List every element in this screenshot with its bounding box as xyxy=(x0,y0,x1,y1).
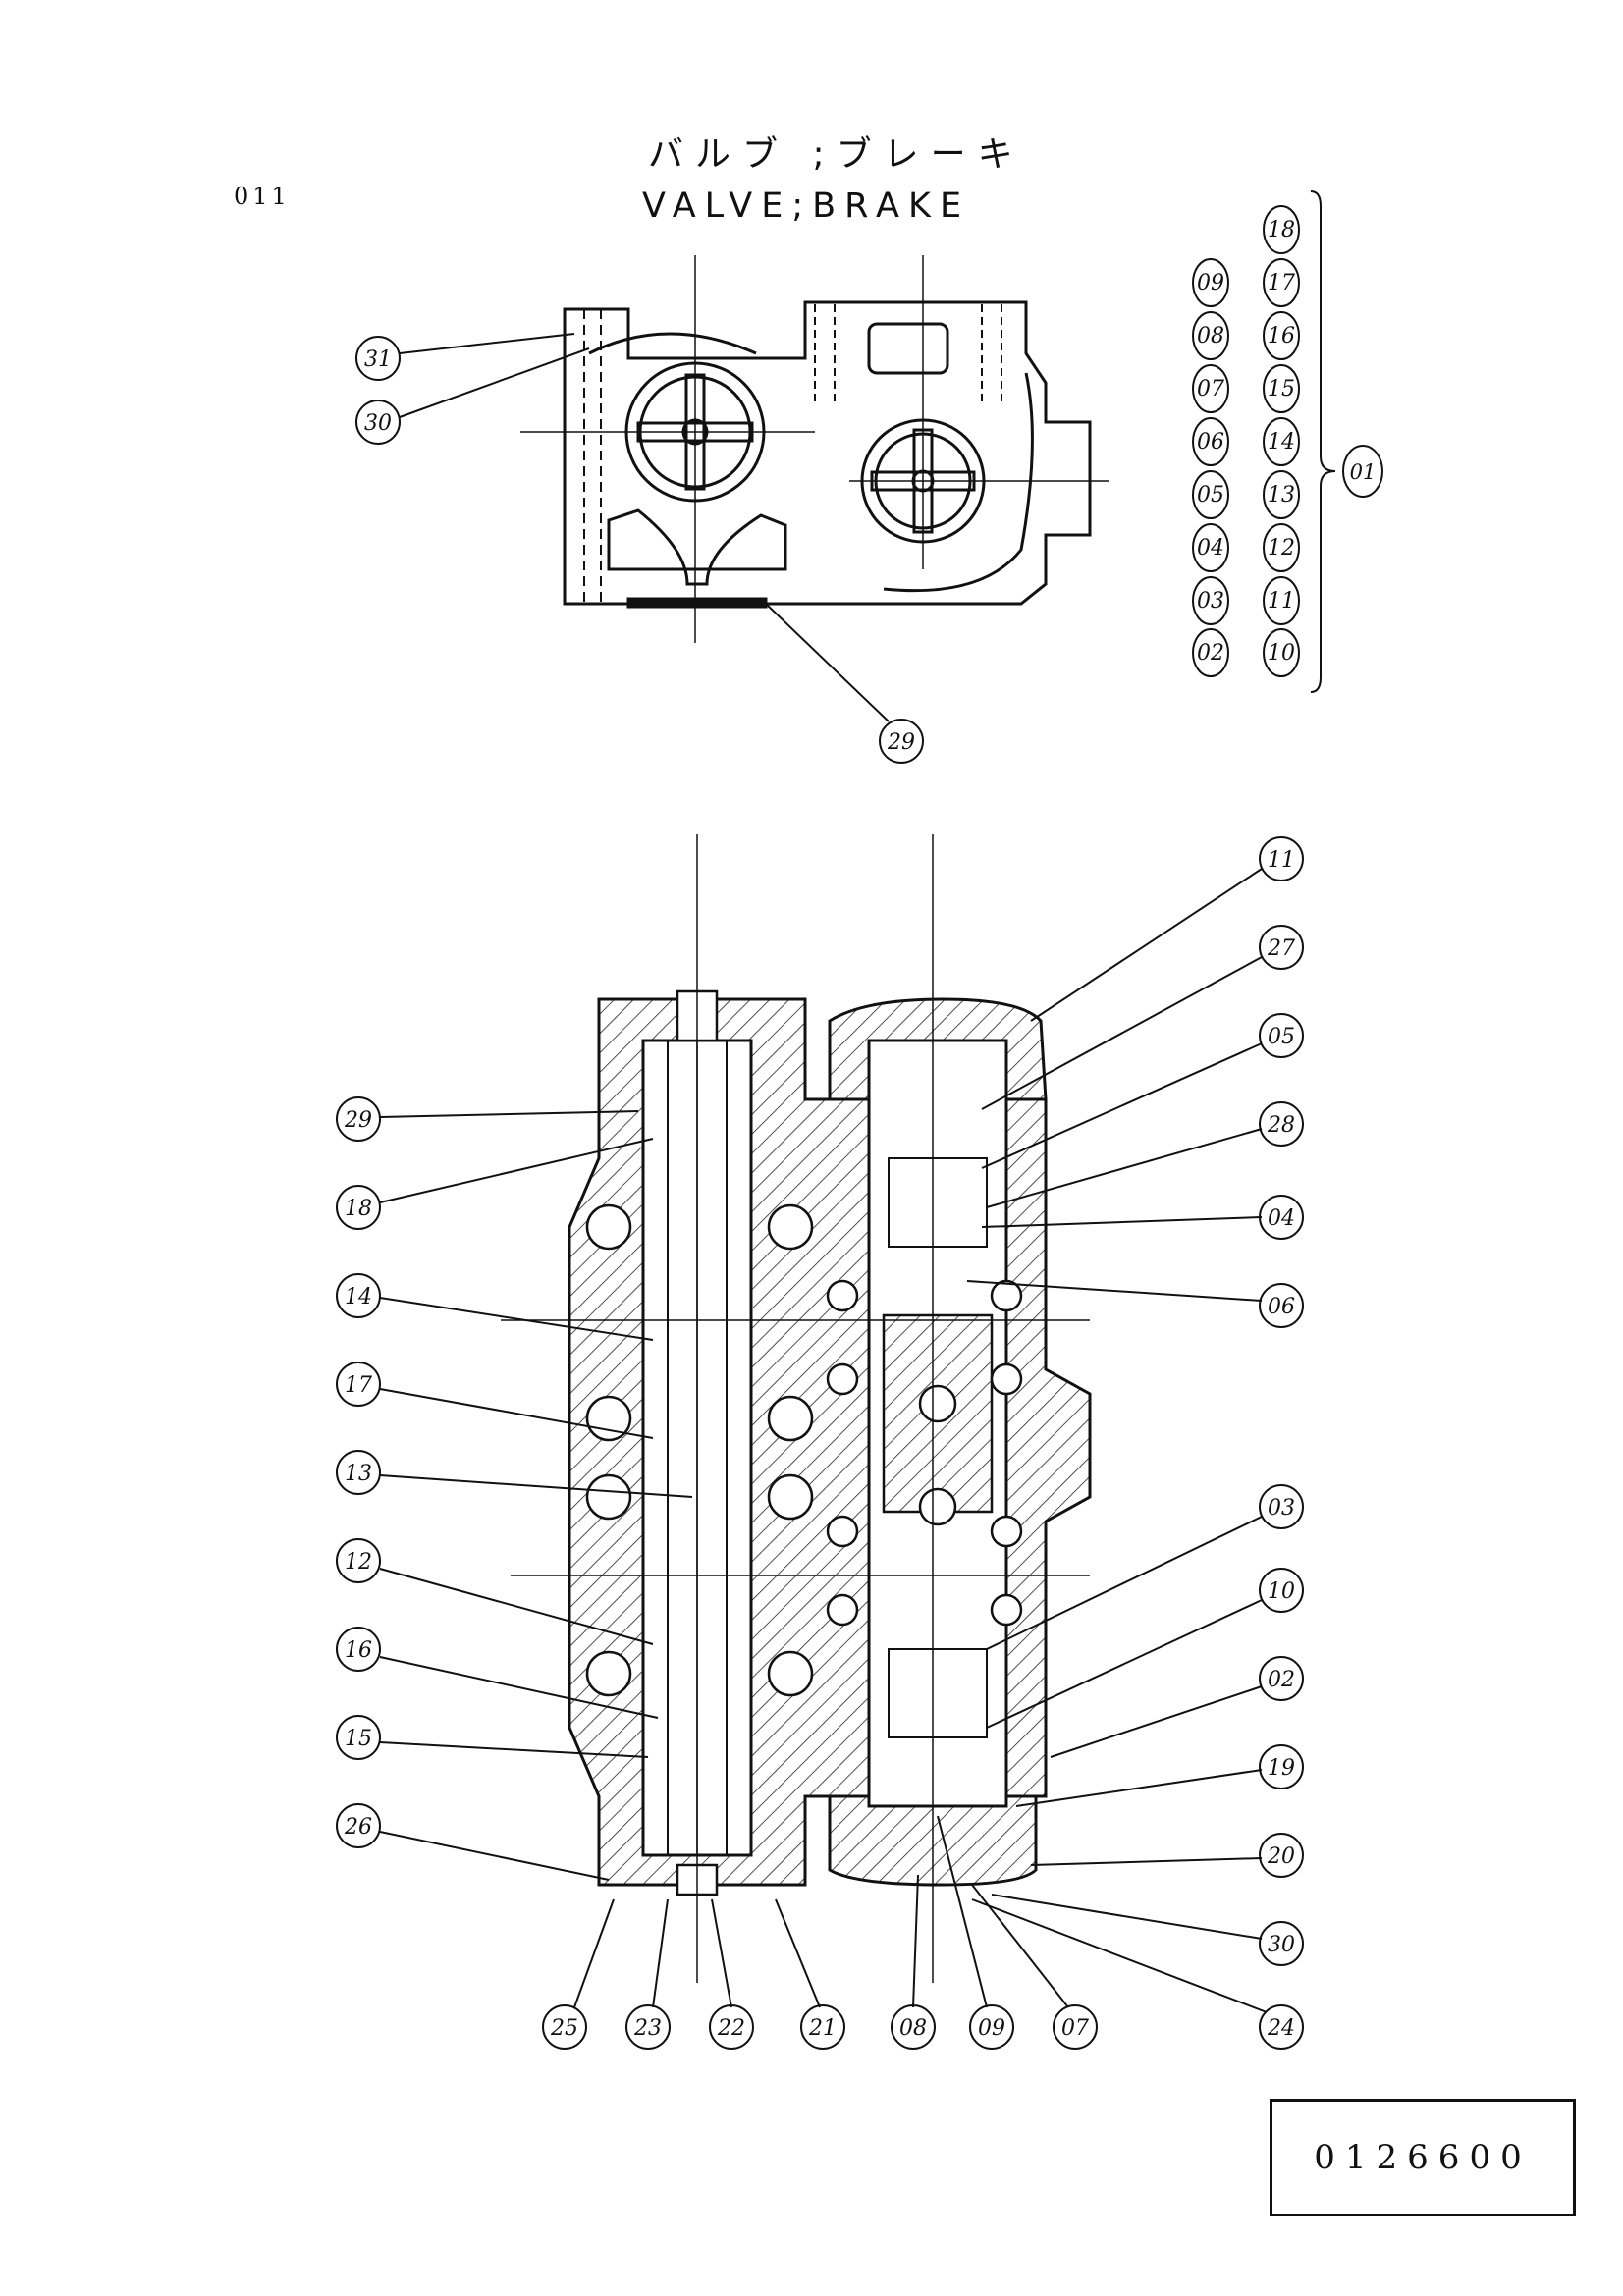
part-13: 13 xyxy=(1268,483,1295,507)
callout-04: 04 xyxy=(1268,1206,1295,1231)
callout-22: 22 xyxy=(717,2016,745,2041)
page-code: 011 xyxy=(234,183,291,210)
top-view xyxy=(563,300,1092,609)
section-bottom-labels: 25 23 22 21 08 09 07 xyxy=(550,2016,1089,2041)
callout-28: 28 xyxy=(1267,1113,1295,1138)
callout-24: 24 xyxy=(1267,2016,1295,2041)
part-14: 14 xyxy=(1268,430,1295,454)
callout-26: 26 xyxy=(344,1815,372,1840)
top-view-centerlines xyxy=(520,255,1109,643)
callout-29-section: 29 xyxy=(344,1108,372,1133)
part-08: 08 xyxy=(1197,324,1224,348)
callout-29: 29 xyxy=(887,730,915,755)
callout-13: 13 xyxy=(345,1462,372,1486)
callout-23: 23 xyxy=(633,2016,662,2041)
parts-list-labels: 02 03 04 05 06 07 08 09 10 11 12 13 14 1… xyxy=(1197,218,1376,666)
callout-05: 05 xyxy=(1268,1025,1295,1049)
part-02: 02 xyxy=(1197,641,1224,666)
document-number-box: 0126600 xyxy=(1270,2099,1576,2216)
parts-row-a xyxy=(1192,258,1229,677)
part-16: 16 xyxy=(1268,324,1295,348)
callout-07: 07 xyxy=(1061,2016,1089,2041)
part-18: 18 xyxy=(1268,218,1295,242)
parts-row-b xyxy=(1263,205,1300,677)
section-centerlines xyxy=(501,834,1090,1983)
part-05: 05 xyxy=(1197,483,1224,507)
part-07: 07 xyxy=(1197,377,1224,401)
part-09: 09 xyxy=(1197,271,1224,295)
callout-30-section: 30 xyxy=(1268,1933,1295,1957)
top-view-callouts xyxy=(355,333,924,764)
assembly-01: 01 xyxy=(1350,460,1377,484)
section-right-labels: 11 27 05 28 04 06 03 10 02 19 20 30 24 xyxy=(1267,848,1295,2041)
title-japanese: バルブ ;ブレーキ xyxy=(648,134,1025,175)
callout-17: 17 xyxy=(345,1373,372,1398)
part-17: 17 xyxy=(1268,271,1295,295)
callout-08: 08 xyxy=(899,2016,927,2041)
callout-11: 11 xyxy=(1268,848,1295,873)
callout-25: 25 xyxy=(550,2016,578,2041)
callout-06: 06 xyxy=(1268,1295,1295,1319)
section-right-callouts xyxy=(966,836,1304,2050)
part-11: 11 xyxy=(1268,589,1295,614)
part-12: 12 xyxy=(1268,536,1295,561)
top-view-callout-labels: 31 30 29 xyxy=(364,347,915,755)
section-left-callouts xyxy=(336,1096,693,1881)
callout-10: 10 xyxy=(1268,1579,1295,1604)
callout-16: 16 xyxy=(345,1638,372,1663)
title-english: VALVE;BRAKE xyxy=(642,187,971,226)
callout-30: 30 xyxy=(364,411,392,436)
callout-09: 09 xyxy=(978,2016,1005,2041)
parts-list xyxy=(1192,190,1383,693)
callout-21: 21 xyxy=(808,2016,837,2041)
callout-12: 12 xyxy=(345,1550,372,1575)
callout-15: 15 xyxy=(345,1727,372,1751)
callout-27: 27 xyxy=(1267,936,1295,961)
callout-02: 02 xyxy=(1268,1668,1295,1692)
part-06: 06 xyxy=(1197,430,1224,454)
document-number: 0126600 xyxy=(1314,2138,1532,2177)
callout-14: 14 xyxy=(345,1285,372,1309)
section-view xyxy=(568,989,1092,1896)
ports xyxy=(585,1203,1023,1697)
part-04: 04 xyxy=(1197,536,1224,561)
callout-31: 31 xyxy=(364,347,392,372)
callout-20: 20 xyxy=(1267,1844,1295,1869)
part-15: 15 xyxy=(1268,377,1295,401)
callout-19: 19 xyxy=(1268,1756,1295,1781)
callout-03: 03 xyxy=(1268,1496,1295,1521)
part-03: 03 xyxy=(1197,589,1224,614)
part-10: 10 xyxy=(1268,641,1295,666)
section-bottom-callouts xyxy=(542,1815,1098,2050)
section-left-labels: 29 18 14 17 13 12 16 15 26 xyxy=(344,1108,372,1840)
callout-18: 18 xyxy=(345,1197,372,1221)
